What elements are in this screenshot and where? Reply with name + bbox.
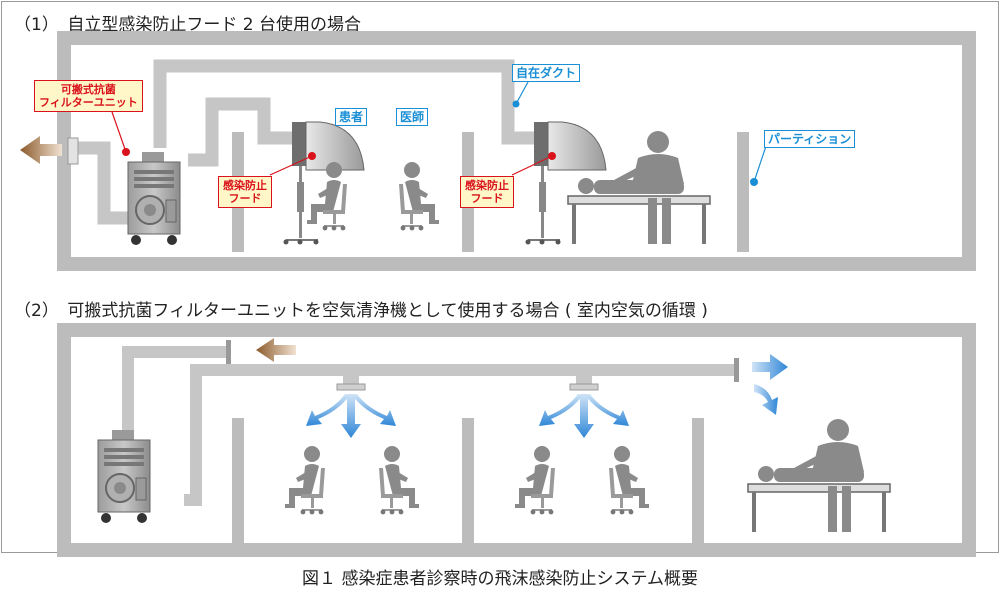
doctor-figure-2a — [378, 445, 420, 516]
filter-unit-2 — [97, 429, 151, 524]
patient-figure-2a — [285, 446, 325, 514]
hood-left-label-line1: 感染防止 — [223, 179, 267, 192]
doctor-label: 医師 — [396, 108, 429, 126]
filter-unit-label-line2: フィルターユニット — [39, 96, 138, 109]
duct-label: 自在ダクト — [512, 64, 581, 82]
hood-right-label-line2: フード — [470, 192, 504, 205]
hood-right-label-line1: 感染防止 — [465, 179, 509, 192]
hood-left-label: 感染防止 フード — [218, 176, 272, 208]
patient-figure-1 — [307, 162, 347, 230]
hood-right — [524, 121, 607, 246]
partition-label: パーティション — [764, 130, 856, 148]
doctor-figure-1 — [398, 161, 440, 232]
figure-caption: 図１ 感染症患者診察時の飛沫感染防止システム概要 — [302, 569, 698, 589]
exhaust-arrow-1 — [20, 136, 62, 164]
section-2-heading: （2） 可搬式抗菌フィルターユニットを空気清浄機として使用する場合 ( 室内空気… — [14, 301, 708, 321]
supply-arrows — [752, 354, 788, 415]
section-1-room — [57, 31, 976, 271]
diffuser-right — [538, 383, 630, 439]
doctor-figure-2b — [608, 445, 650, 516]
patient-label: 患者 — [335, 108, 368, 126]
bed-scene-2 — [747, 418, 891, 533]
section-1-heading: （1） 自立型感染防止フード 2 台使用の場合 — [14, 15, 361, 35]
diffuser-left — [305, 383, 397, 439]
hood-left-label-line2: フード — [228, 192, 262, 205]
section-2-room — [57, 323, 976, 557]
exhaust-arrow-2 — [256, 338, 296, 362]
hood-right-label: 感染防止 フード — [460, 176, 514, 208]
patient-figure-2b — [515, 446, 555, 514]
filter-unit-label-line1: 可搬式抗菌 — [60, 83, 116, 96]
filter-unit-label: 可搬式抗菌 フィルターユニット — [34, 80, 143, 112]
filter-unit-1 — [127, 151, 181, 246]
leader-lines — [111, 81, 767, 186]
